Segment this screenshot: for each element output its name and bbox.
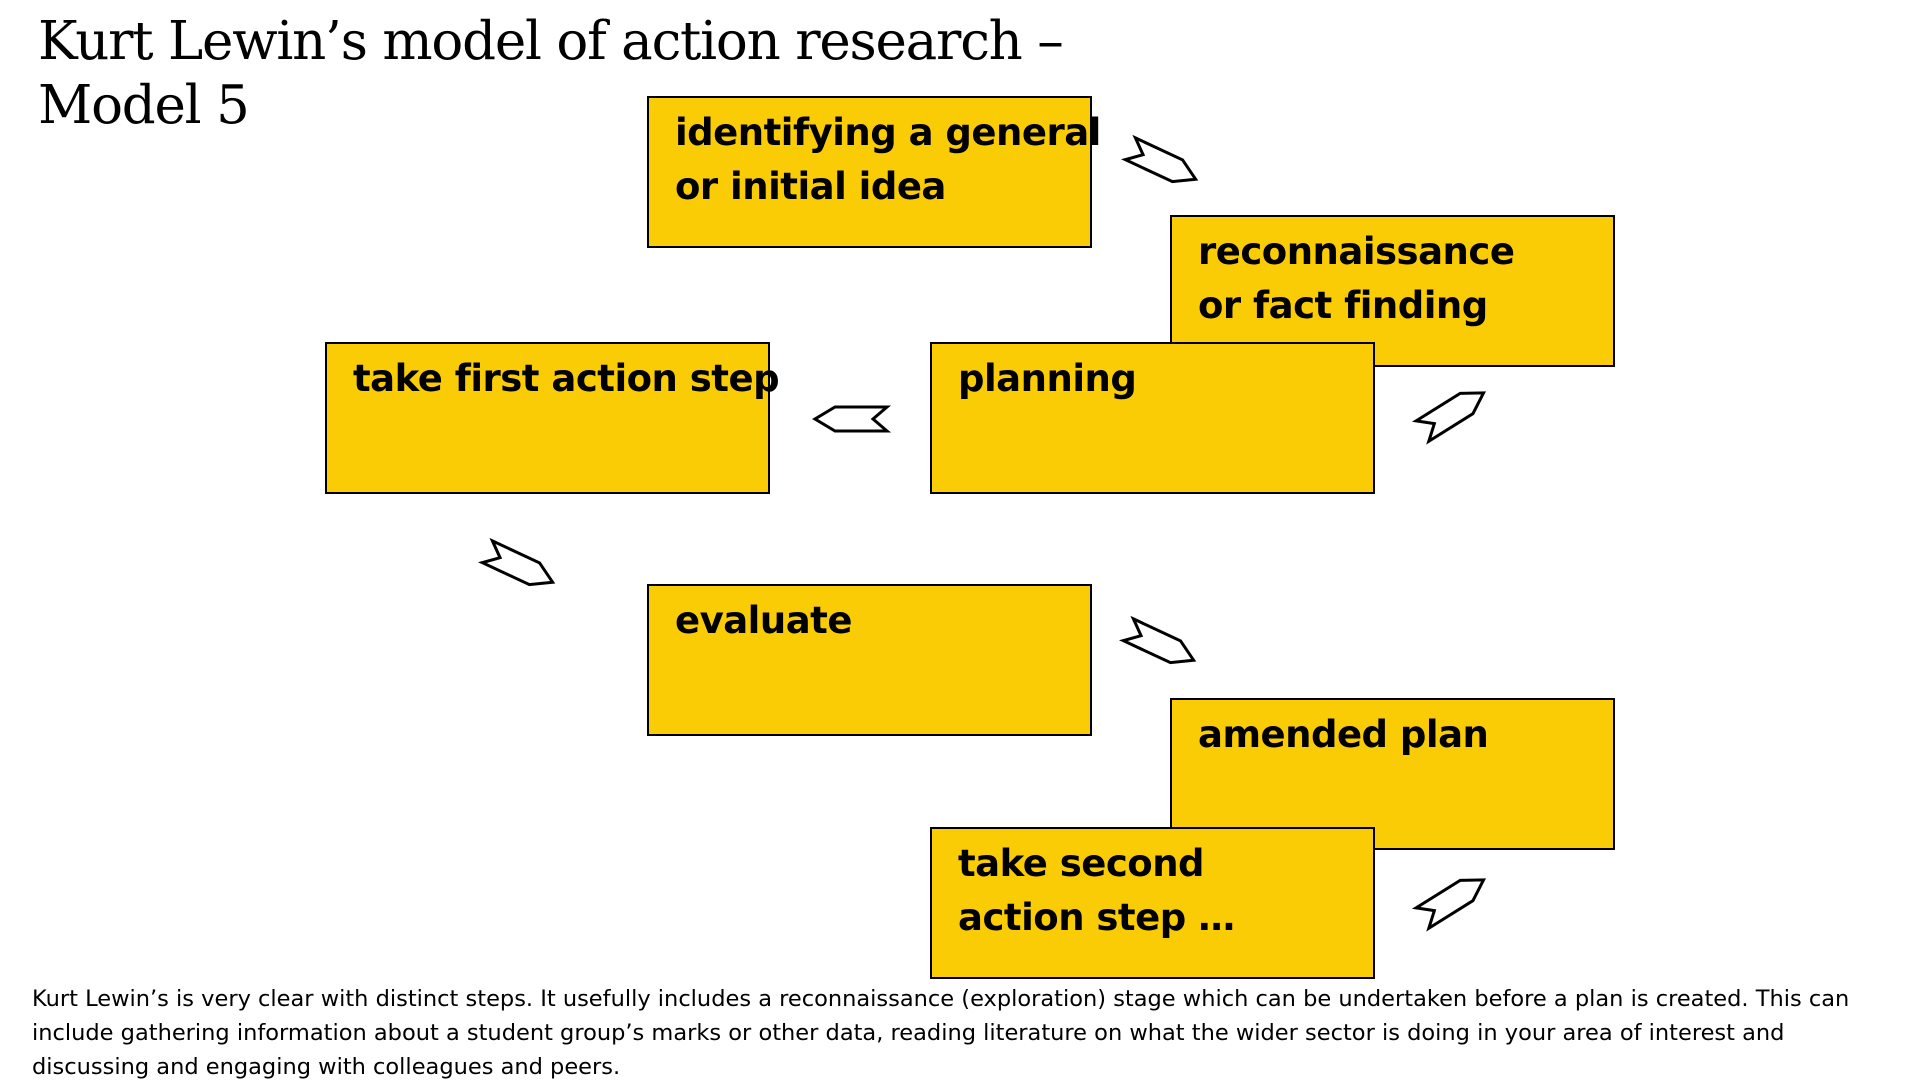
arrow-icon-planning-to-first-action <box>812 405 892 433</box>
step-text: amended plan <box>1198 713 1489 756</box>
step-box-planning: planning <box>930 342 1375 494</box>
step-text: evaluate <box>675 599 852 642</box>
title-line-2: Model 5 <box>38 75 250 136</box>
step-text: action step … <box>958 896 1235 939</box>
step-box-first-action: take first action step <box>325 342 780 494</box>
slide-title: Kurt Lewin’s model of action research – … <box>38 10 1098 138</box>
step-box-reconnaissance: reconnaissance or fact finding <box>1170 215 1615 367</box>
step-text: reconnaissance <box>1198 230 1515 273</box>
step-text: take second <box>958 842 1205 885</box>
step-box-identify: identifying a general or initial idea <box>647 96 1101 248</box>
step-text: take first action step <box>353 357 780 400</box>
step-text: identifying a general <box>675 111 1101 154</box>
step-box-second-action: take second action step … <box>930 827 1375 979</box>
step-box-evaluate: evaluate <box>647 584 1092 736</box>
step-text: planning <box>958 357 1137 400</box>
arrow-icon-reconnaissance-to-planning <box>1411 391 1487 445</box>
caption-text: Kurt Lewin’s is very clear with distinct… <box>32 986 1850 1080</box>
arrow-icon-first-action-to-evaluate <box>477 537 556 587</box>
title-line-1: Kurt Lewin’s model of action research – <box>38 11 1064 72</box>
arrow-icon-evaluate-to-amended-plan <box>1118 615 1197 665</box>
arrow-icon-amended-plan-to-second-action <box>1411 878 1487 932</box>
step-box-amended-plan: amended plan <box>1170 698 1615 850</box>
arrow-icon-identify-to-reconnaissance <box>1120 134 1199 184</box>
step-text: or initial idea <box>675 165 946 208</box>
step-text: or fact finding <box>1198 284 1488 327</box>
